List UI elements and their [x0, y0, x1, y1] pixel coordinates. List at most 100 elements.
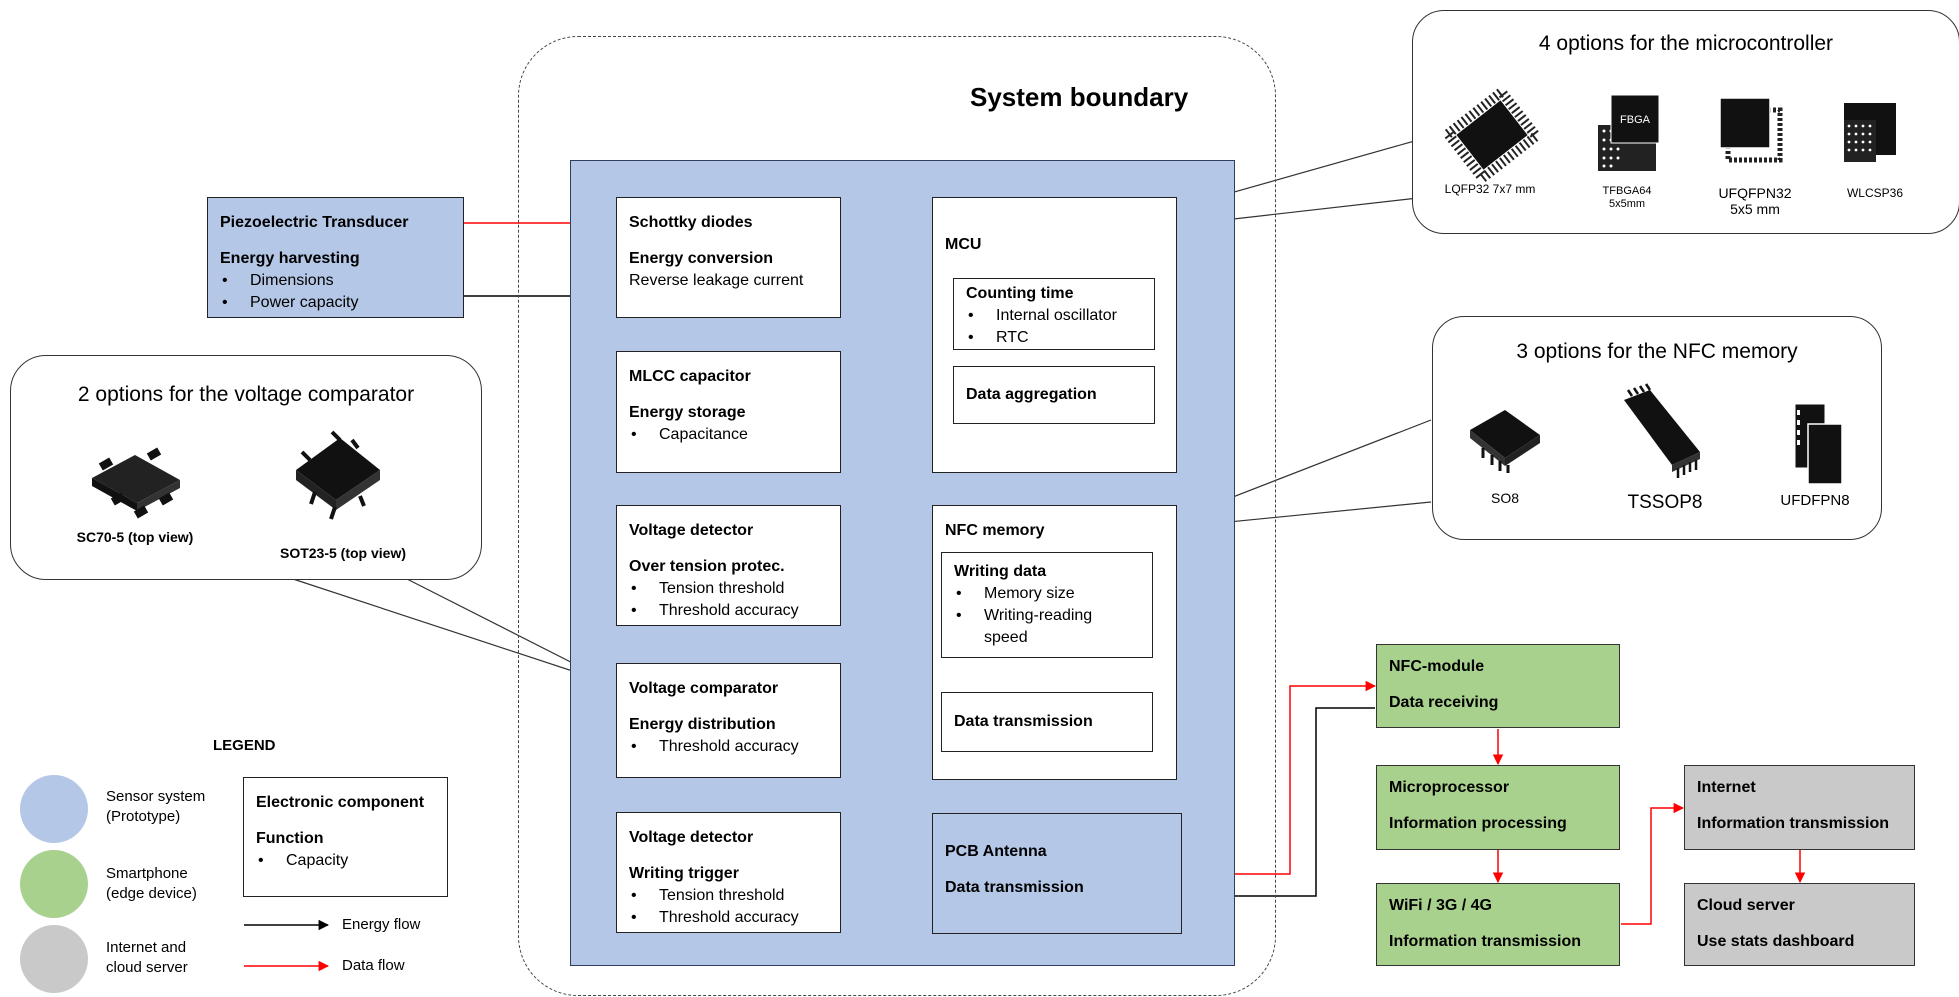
mlcc-capacitor-box: MLCC capacitor Energy storage Capacitanc…: [616, 351, 841, 473]
wireless-function: Information transmission: [1389, 933, 1582, 950]
nfc-module-title: NFC-module: [1389, 658, 1485, 675]
tssop8-label: TSSOP8: [1627, 492, 1703, 513]
legend-label-sensor: Sensor system (Prototype): [106, 788, 206, 825]
sc70-5-label: SC70-5 (top view): [76, 529, 194, 545]
legend-data-flow-label: Data flow: [342, 957, 405, 974]
tfbga64-marking: FBGA: [1620, 114, 1651, 126]
tssop8-chip-icon: [1624, 383, 1700, 478]
comparator-callout-title: 2 options for the voltage comparator: [77, 383, 415, 406]
tfbga64-chip-icon: FBGA: [1598, 94, 1660, 171]
internet-title: Internet: [1697, 779, 1756, 796]
voltage-detector-2-bullet: Tension threshold: [629, 885, 828, 907]
voltage-detector-1-bullet: Tension threshold: [629, 578, 828, 600]
voltage-comparator-function: Energy distribution: [629, 716, 776, 733]
voltage-detector-1-title: Voltage detector: [629, 522, 754, 539]
schottky-function: Energy conversion: [629, 250, 774, 267]
counting-time-bullet: RTC: [966, 327, 1142, 349]
counting-time-box: Counting time Internal oscillator RTC: [953, 278, 1155, 350]
nfc-memory-callout-title: 3 options for the NFC memory: [1516, 340, 1798, 363]
schottky-diodes-box: Schottky diodes Energy conversion Revers…: [616, 197, 841, 318]
mcu-title: MCU: [945, 236, 982, 253]
voltage-detector-2-title: Voltage detector: [629, 829, 754, 846]
voltage-detector-2-function: Writing trigger: [629, 865, 739, 882]
schottky-title: Schottky diodes: [629, 214, 753, 231]
counting-time-bullet: Internal oscillator: [966, 305, 1142, 327]
mlcc-bullet: Capacitance: [629, 424, 828, 446]
voltage-comparator-box: Voltage comparator Energy distribution T…: [616, 663, 841, 778]
ufqfpn32-label: UFQFPN32 5x5 mm: [1718, 185, 1792, 217]
comparator-callout: [10, 355, 482, 580]
ufdfpn8-label: UFDFPN8: [1780, 492, 1850, 509]
callout-tail-comp-a: [289, 577, 619, 687]
tfbga64-label: TFBGA64 5x5mm: [1602, 185, 1652, 210]
cloud-server-function: Use stats dashboard: [1697, 933, 1855, 950]
voltage-comparator-title: Voltage comparator: [629, 680, 779, 697]
wlcsp36-label: WLCSP36: [1846, 186, 1904, 200]
legend-component-function: Function: [256, 830, 324, 847]
ufqfpn32-chip-icon: [1719, 97, 1783, 163]
schottky-detail: Reverse leakage current: [629, 272, 804, 289]
cloud-server-title: Cloud server: [1697, 897, 1795, 914]
legend-swatch-sensor: [20, 775, 88, 843]
nfc-memory-title: NFC memory: [945, 522, 1045, 539]
system-boundary: [518, 36, 1276, 996]
microprocessor-box: Microprocessor Information processing: [1376, 765, 1620, 850]
voltage-detector-box-1: Voltage detector Over tension protec. Te…: [616, 505, 841, 626]
data-aggregation-box: Data aggregation: [953, 366, 1155, 424]
internet-box: Internet Information transmission: [1684, 765, 1915, 850]
so8-chip-icon: [1470, 410, 1540, 473]
sot23-5-label: SOT23-5 (top view): [279, 545, 407, 561]
voltage-detector-2-bullet: Threshold accuracy: [629, 907, 828, 929]
pcb-antenna-function: Data transmission: [945, 879, 1084, 896]
counting-time-title: Counting time: [966, 285, 1074, 302]
data-aggregation-label: Data aggregation: [966, 386, 1097, 403]
pcb-antenna-box: PCB Antenna Data transmission: [932, 813, 1182, 934]
legend-swatch-cloud: [20, 925, 88, 993]
wireless-title: WiFi / 3G / 4G: [1389, 897, 1492, 914]
energy-arrow-nfcmodule-antenna: [1180, 707, 1375, 902]
microcontroller-callout-title: 4 options for the microcontroller: [1538, 32, 1834, 55]
data-transmission-label: Data transmission: [954, 713, 1093, 730]
nfc-module-box: NFC-module Data receiving: [1376, 644, 1620, 728]
lqfp32-chip-icon: [1440, 84, 1544, 186]
legend-label-cloud: Internet and cloud server: [106, 939, 188, 976]
microprocessor-function: Information processing: [1389, 815, 1567, 832]
wireless-box: WiFi / 3G / 4G Information transmission: [1376, 883, 1620, 966]
piezo-function: Energy harvesting: [220, 250, 360, 267]
ufdfpn8-chip-icon: [1794, 403, 1843, 485]
piezo-title: Piezoelectric Transducer: [220, 214, 409, 231]
writing-data-bullet: Writing-reading speed: [954, 605, 1114, 649]
cloud-server-box: Cloud server Use stats dashboard: [1684, 883, 1915, 966]
system-boundary-title: System boundary: [970, 82, 1189, 112]
so8-label: SO8: [1490, 490, 1519, 506]
voltage-detector-box-2: Voltage detector Writing trigger Tension…: [616, 812, 841, 933]
data-transmission-box: Data transmission: [941, 692, 1153, 752]
microprocessor-title: Microprocessor: [1389, 779, 1510, 796]
writing-data-bullet: Memory size: [954, 583, 1140, 605]
legend-label-smartphone: Smartphone (edge device): [106, 865, 197, 902]
legend-title: LEGEND: [213, 737, 276, 754]
data-arrow-antenna-nfcmodule: [1182, 680, 1377, 875]
voltage-detector-1-function: Over tension protec.: [629, 558, 785, 575]
voltage-detector-1-bullet: Threshold accuracy: [629, 600, 828, 622]
data-arrow-wireless-internet: [1621, 802, 1685, 925]
piezo-bullet: Power capacity: [220, 292, 451, 314]
legend-component-bullet: Capacity: [256, 850, 435, 872]
legend-swatch-smartphone: [20, 850, 88, 918]
piezo-transducer-box: Piezoelectric Transducer Energy harvesti…: [207, 197, 464, 318]
voltage-comparator-bullet: Threshold accuracy: [629, 736, 828, 758]
mlcc-function: Energy storage: [629, 404, 746, 421]
sot23-5-chip-icon: [296, 430, 380, 520]
nfc-module-function: Data receiving: [1389, 694, 1499, 711]
writing-data-box: Writing data Memory size Writing-reading…: [941, 552, 1153, 658]
writing-data-title: Writing data: [954, 563, 1047, 580]
legend-component-title: Electronic component: [256, 794, 425, 811]
wlcsp36-chip-icon: [1844, 103, 1896, 162]
internet-function: Information transmission: [1697, 815, 1890, 832]
lqfp32-label: LQFP32 7x7 mm: [1444, 182, 1536, 196]
legend-energy-flow-label: Energy flow: [342, 916, 421, 933]
legend-component-box: Electronic component Function Capacity: [243, 777, 448, 897]
pcb-antenna-title: PCB Antenna: [945, 843, 1047, 860]
